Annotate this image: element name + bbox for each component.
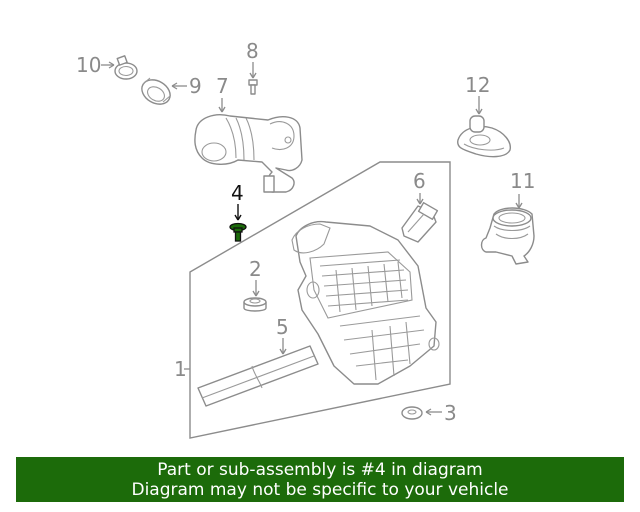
callout-7: 7: [216, 74, 229, 98]
part-5-seal-strip[interactable]: [197, 345, 319, 407]
part-6-sensor[interactable]: [401, 201, 439, 243]
part-11-outlet-adapter[interactable]: [480, 207, 535, 265]
banner-line-2: Diagram may not be specific to your vehi…: [131, 480, 509, 500]
part-4-bolt[interactable]: [229, 222, 247, 242]
air-cleaner-housing[interactable]: [291, 220, 440, 385]
callout-3: 3: [444, 401, 457, 425]
callout-10: 10: [76, 53, 101, 77]
part-info-banner: Part or sub-assembly is #4 in diagram Di…: [16, 457, 624, 502]
callout-5: 5: [276, 315, 289, 339]
part-8-screw[interactable]: [248, 79, 258, 95]
part-9-hose-ring[interactable]: [138, 75, 175, 109]
callout-9: 9: [189, 74, 202, 98]
callout-8: 8: [246, 39, 259, 63]
callout-2: 2: [249, 257, 262, 281]
part-7-intake-duct[interactable]: [194, 114, 303, 193]
callout-1: 1: [174, 357, 187, 381]
callout-6: 6: [413, 169, 426, 193]
banner-line-1: Part or sub-assembly is #4 in diagram: [157, 460, 483, 480]
part-10-clamp[interactable]: [114, 55, 138, 80]
callout-4: 4: [231, 181, 244, 205]
part-2-grommet[interactable]: [243, 297, 267, 312]
part-12-gasket[interactable]: [457, 115, 511, 158]
callout-11: 11: [510, 169, 535, 193]
part-3-washer[interactable]: [401, 406, 423, 420]
callout-12: 12: [465, 73, 490, 97]
